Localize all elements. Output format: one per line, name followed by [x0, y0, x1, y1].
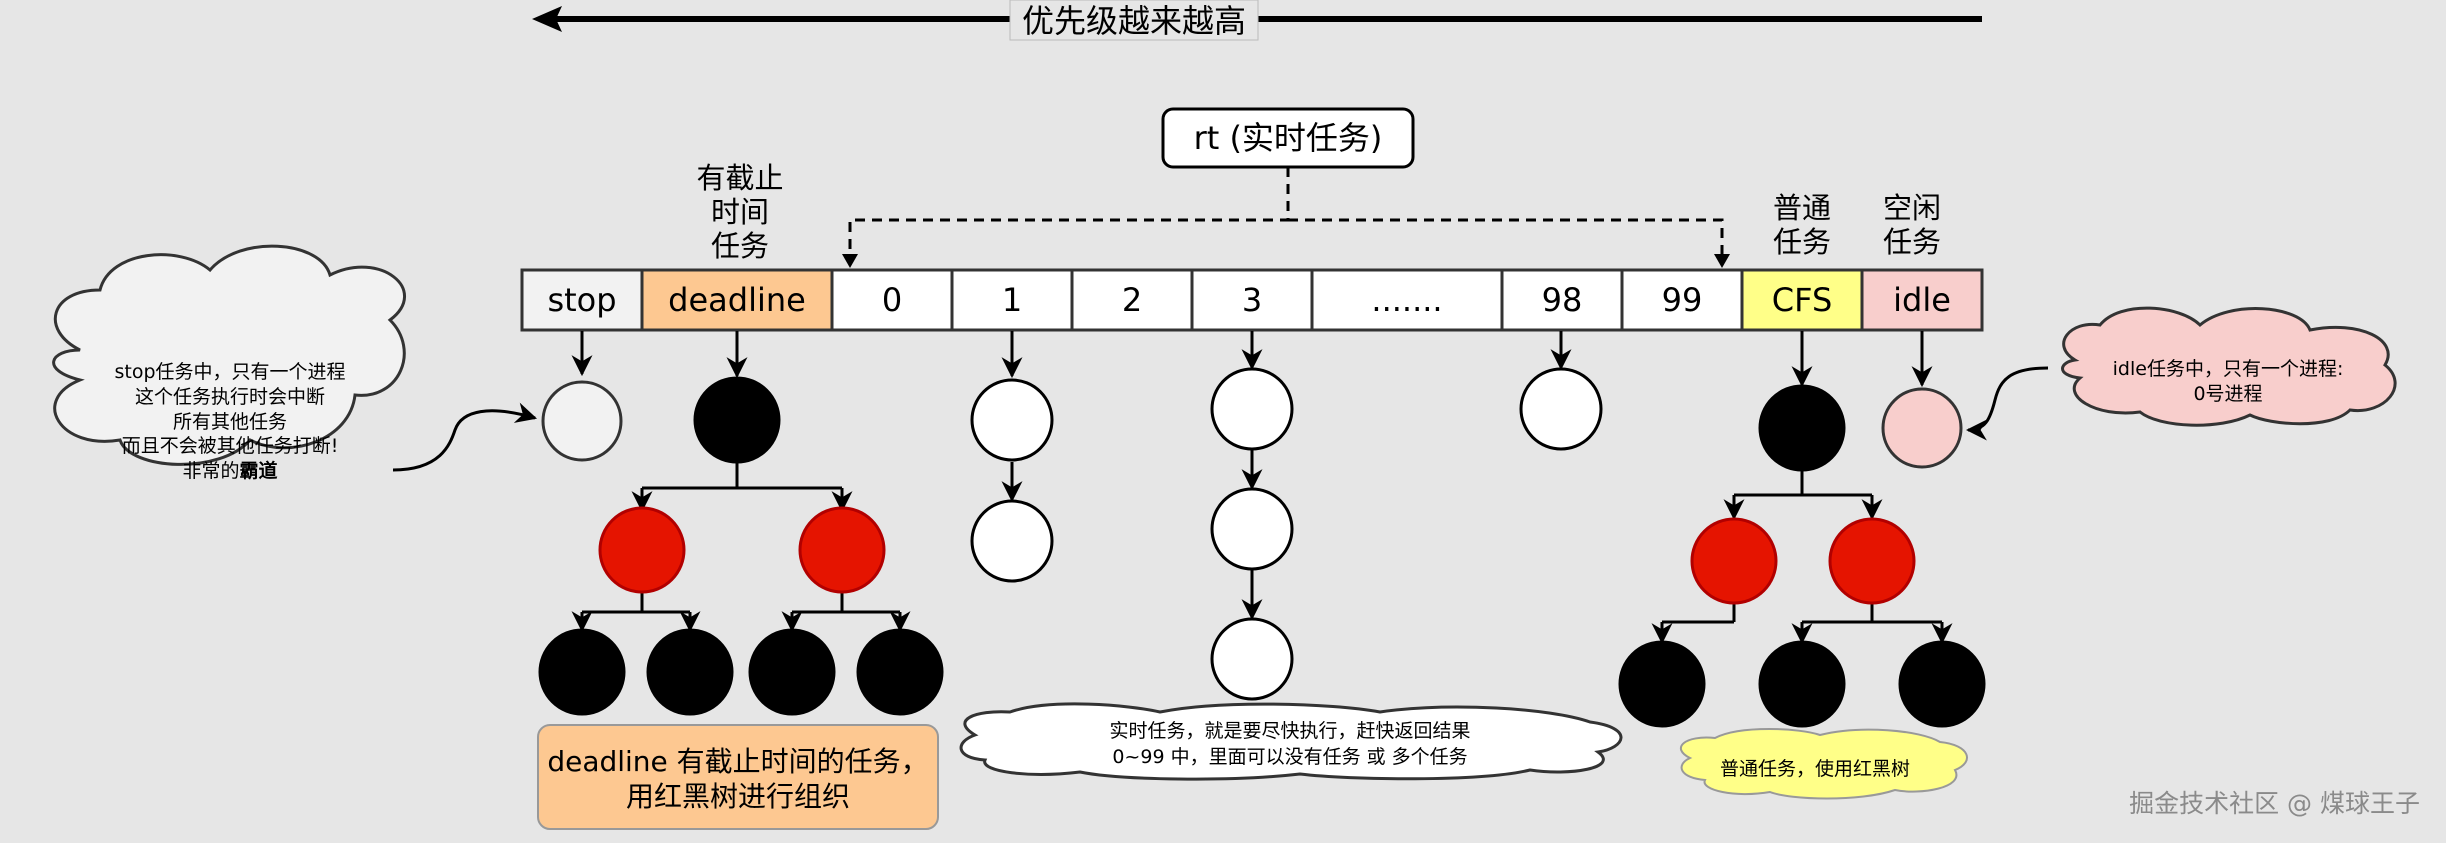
queue-label-deadline: deadline [668, 281, 806, 319]
rt98-node [1519, 367, 1603, 451]
queue-label-rt1: 1 [1002, 281, 1022, 319]
header-idle-line1: 空闲 [1883, 191, 1941, 225]
deadline-tree-edges-l1 [640, 462, 844, 510]
stop-note-pointer [392, 402, 538, 472]
header-deadline-line1: 有截止 [696, 161, 783, 195]
header-idle: 空闲 任务 [1883, 191, 1941, 259]
rt-arrow-right-icon [1714, 254, 1730, 268]
idle-note-line2: 0号进程 [2193, 383, 2262, 405]
idle-note: idle任务中，只有一个进程: 0号进程 [1965, 306, 2397, 441]
header-cfs: 普通 任务 [1773, 191, 1831, 259]
deadline-leaf-node-1 [538, 628, 626, 716]
queue-label-rt98: 98 [1542, 281, 1583, 319]
queue-cell-idle [1860, 268, 1984, 332]
stop-note: stop任务中，只有一个进程 这个任务执行时会中断 所有其他任务 而且不会被其他… [52, 244, 538, 482]
cfs-leaf-node-2 [1758, 640, 1846, 728]
header-deadline-line3: 任务 [711, 229, 769, 263]
idle-note-pointer [1965, 366, 2049, 441]
queue-cell-cfs [1740, 268, 1864, 332]
queue-cell-rt2 [1070, 268, 1194, 332]
rt-note: 实时任务，就是要尽快执行，赶快返回结果 0~99 中，里面可以没有任务 或 多个… [959, 702, 1623, 781]
stop-note-line1: stop任务中，只有一个进程 [114, 361, 345, 383]
queue-cell-rt3 [1190, 268, 1314, 332]
queue-cell-deadline [640, 268, 834, 332]
stop-note-line2: 这个任务执行时会中断 [135, 386, 325, 408]
queue-cell-rt1 [950, 268, 1074, 332]
stop-note-line5-text: 非常的 [182, 460, 239, 482]
cfs-cloud [1679, 728, 1968, 800]
queue-label-stop: stop [547, 281, 616, 319]
deadline-note-line2: 用红黑树进行组织 [626, 780, 850, 813]
cfs-note: 普通任务，使用红黑树 [1679, 728, 1968, 800]
deadline-leaf-node-2 [646, 628, 734, 716]
cfs-red-node-left [1690, 517, 1778, 605]
cfs-tree-edges-l1 [1734, 470, 1872, 497]
rt-note-line1: 实时任务，就是要尽快执行，赶快返回结果 [1109, 720, 1470, 742]
rt3-node-1 [1210, 367, 1294, 451]
stop-note-line4: 而且不会被其他任务打断! [122, 435, 339, 457]
idle-note-line1: idle任务中，只有一个进程: [2113, 358, 2344, 380]
priority-arrow: 优先级越来越高 [532, 0, 1982, 41]
connectors [571, 331, 1953, 645]
rt3-node-2 [1210, 487, 1294, 571]
stop-note-line5: 非常的霸道 [182, 459, 277, 482]
deadline-leaf-node-3 [748, 628, 836, 716]
priority-queue: stop deadline 0 1 2 3....... 98 99 CFS idle [520, 268, 1984, 332]
header-deadline-line2: 时间 [711, 195, 769, 229]
deadline-tree-edges-l2a [582, 592, 690, 614]
cfs-note-line1: 普通任务，使用红黑树 [1720, 758, 1910, 780]
header-deadline: 有截止 时间 任务 [696, 161, 783, 263]
idle-cloud [2061, 306, 2397, 427]
rt3-node-3 [1210, 617, 1294, 701]
rt-arrow-left-icon [842, 254, 858, 268]
queue-label-idle: idle [1893, 281, 1951, 319]
deadline-red-node-right [798, 506, 886, 594]
header-cfs-line1: 普通 [1773, 191, 1831, 225]
queue-label-cfs: CFS [1772, 281, 1833, 319]
cfs-leaf-node-1 [1618, 640, 1706, 728]
deadline-leaf-node-4 [856, 628, 944, 716]
cfs-tree-edges-l2b [1802, 603, 1942, 624]
cfs-tree-edges-l2a [1662, 603, 1736, 624]
queue-cell-rtdots [1310, 268, 1504, 332]
idle-node [1881, 387, 1963, 469]
deadline-red-node-left [598, 506, 686, 594]
stop-note-line5-bold: 霸道 [240, 459, 278, 482]
rt1-node-1 [970, 378, 1054, 462]
stop-cloud [52, 244, 406, 466]
deadline-note: deadline 有截止时间的任务， 用红黑树进行组织 [537, 724, 939, 830]
queue-label-rtdots: ....... [1371, 281, 1442, 319]
rt-box-label: rt (实时任务) [1194, 119, 1383, 157]
rt1-node-2 [970, 499, 1054, 583]
queue-label-rt2: 2 [1122, 281, 1142, 319]
deadline-root-node [693, 376, 781, 464]
rt-cloud [959, 702, 1623, 781]
header-idle-line2: 任务 [1883, 225, 1941, 259]
queue-cell-rt0 [830, 268, 954, 332]
deadline-note-line1: deadline 有截止时间的任务， [547, 745, 928, 778]
arrow-left-icon [532, 6, 562, 32]
priority-label-bg [1009, 0, 1259, 41]
queue-label-rt0: 0 [882, 281, 902, 319]
priority-label: 优先级越来越高 [1022, 2, 1246, 40]
header-cfs-line2: 任务 [1773, 225, 1831, 259]
cfs-root-node [1758, 384, 1846, 472]
queue-label-rt99: 99 [1662, 281, 1703, 319]
stop-note-line3: 所有其他任务 [173, 411, 287, 433]
queue-label-rt3: 3 [1242, 281, 1262, 319]
cfs-leaf-node-3 [1898, 640, 1986, 728]
deadline-note-box [537, 724, 939, 830]
watermark: 掘金技术社区 @ 煤球王子 [2129, 789, 2420, 818]
deadline-tree-edges-l2b [792, 592, 900, 614]
rt-group: rt (实时任务) [842, 107, 1730, 268]
cfs-red-node-right [1828, 517, 1916, 605]
nodes [538, 367, 1986, 728]
rt-bracket [848, 167, 1724, 262]
stop-node [541, 380, 623, 462]
queue-cell-rt99 [1620, 268, 1744, 332]
rt-note-line2: 0~99 中，里面可以没有任务 或 多个任务 [1112, 746, 1467, 768]
